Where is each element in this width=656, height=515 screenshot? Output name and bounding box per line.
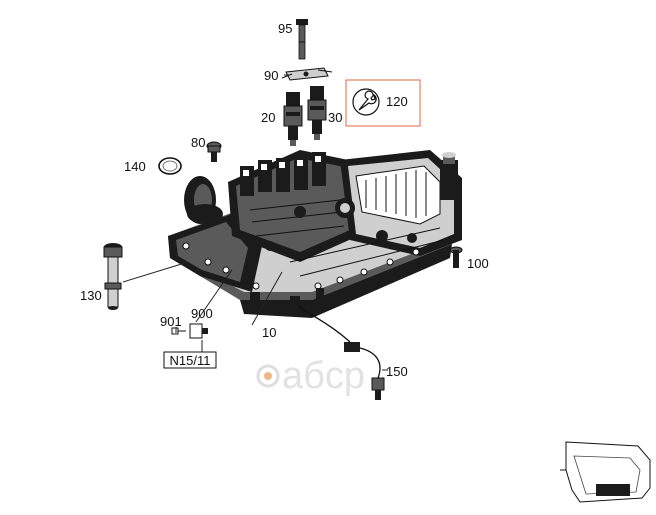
connector-900 (189, 323, 208, 339)
callout-140: 140 (124, 159, 146, 174)
bolt-95 (296, 19, 308, 60)
valve-body-assembly (168, 150, 462, 318)
o-ring-140 (158, 157, 182, 175)
connector-reference-box: N15/11 (163, 351, 217, 369)
callout-900: 900 (191, 306, 213, 321)
callout-130: 130 (80, 288, 102, 303)
wrench-icon (352, 88, 380, 116)
connector-seal-901 (171, 327, 186, 335)
guide-tube-130 (103, 243, 123, 310)
callout-20: 20 (261, 110, 275, 125)
callout-150: 150 (386, 364, 408, 379)
connector-reference-label: N15/11 (170, 353, 211, 368)
bolt-100 (449, 246, 463, 268)
retaining-clip-90 (281, 67, 333, 81)
callout-10: 10 (262, 325, 276, 340)
callout-90: 90 (264, 68, 278, 83)
callout-30: 30 (328, 110, 342, 125)
transmission-thumbnail-icon (560, 441, 651, 503)
watermark-text: aбcp (282, 355, 365, 397)
callout-901: 901 (160, 314, 182, 329)
solenoid-30 (307, 86, 327, 140)
callout-95: 95 (278, 21, 292, 36)
sensor-harness-150 (297, 305, 385, 400)
solenoid-20 (283, 92, 303, 146)
service-tool-box-120: 120 (345, 79, 421, 127)
screw-80 (206, 141, 222, 162)
callout-120: 120 (386, 94, 408, 109)
callout-100: 100 (467, 256, 489, 271)
watermark: aбcp (256, 355, 365, 397)
callout-80: 80 (191, 135, 205, 150)
